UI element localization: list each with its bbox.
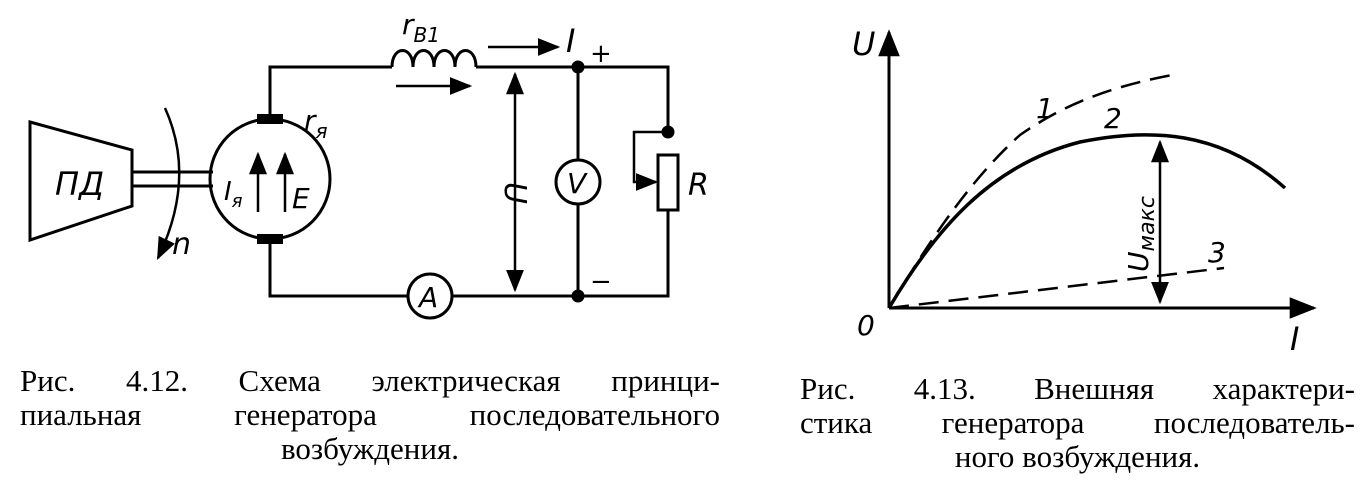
figure-4-12-caption: Рис. 4.12. Схема электрическая принци- п… <box>20 364 720 466</box>
y-axis-label: U <box>852 25 875 63</box>
voltmeter-label: V <box>567 167 588 200</box>
caption-line: стика генератора последователь- <box>800 405 1355 440</box>
minus-sign: − <box>590 267 612 297</box>
caption-line: пиальная генератора последовательного <box>20 397 720 432</box>
x-axis-label: I <box>1290 320 1299 358</box>
prime-mover-label: ПД <box>55 165 104 203</box>
emf-label: E <box>292 182 310 215</box>
figure-4-13-caption: Рис. 4.13. Внешняя характери- стика гене… <box>800 372 1355 474</box>
armature-current-label: Iя <box>224 177 243 212</box>
curve-2 <box>887 133 1287 309</box>
wire-bottom-left <box>268 244 408 298</box>
caption-line: ного возбуждения. <box>954 439 1201 474</box>
prime-mover-block <box>28 120 134 243</box>
rotation-arrow <box>156 107 181 261</box>
voltage-label: U <box>497 182 532 204</box>
load-resistor <box>656 153 680 212</box>
caption-line: Рис. 4.13. Внешняя характери- <box>800 371 1355 406</box>
curve-3-label: 3 <box>1208 236 1226 269</box>
u-max-label: Uмакс <box>1122 196 1160 272</box>
load-current-label: I <box>566 22 575 60</box>
curve-1-label: 1 <box>1036 92 1054 125</box>
load-label: R <box>688 168 709 203</box>
junction-bottom <box>571 289 585 303</box>
brush-bottom <box>257 234 283 244</box>
field-winding <box>390 49 478 68</box>
junction-top <box>571 60 585 74</box>
caption-line: Рис. 4.12. Схема электрическая принци- <box>20 363 720 398</box>
field-resistance-label: rB1 <box>402 8 440 47</box>
rheostat-slider <box>632 130 668 191</box>
circuit-diagram: ПД n rя Iя E rB1 I + A − U <box>28 8 709 320</box>
rotation-label: n <box>172 227 191 262</box>
origin-label: 0 <box>857 309 875 342</box>
characteristic-plot: U I 0 1 2 3 Uмакс <box>852 25 1317 358</box>
wire-top-left <box>268 65 392 119</box>
caption-line: возбуждения. <box>281 431 459 466</box>
curve-2-label: 2 <box>1104 102 1122 135</box>
wire-bottom-right <box>452 210 670 298</box>
ammeter-label: A <box>417 281 438 314</box>
curve-3 <box>888 266 1225 310</box>
curve-1 <box>887 73 1173 309</box>
armature-resistance-label: rя <box>304 104 328 143</box>
plus-sign: + <box>590 39 612 69</box>
shaft <box>132 170 213 188</box>
wire-top-right <box>476 65 670 132</box>
